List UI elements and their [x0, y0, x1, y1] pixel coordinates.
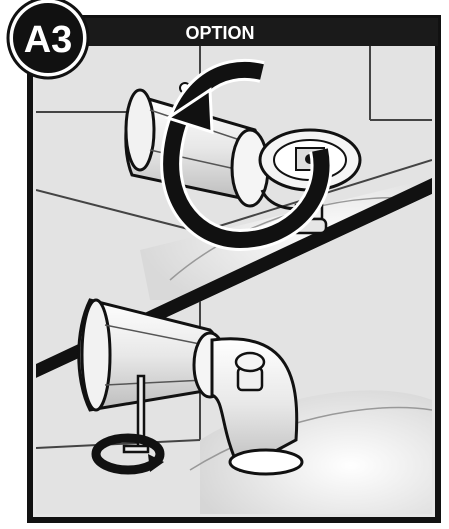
- step-label: A3: [24, 19, 73, 61]
- header-title: OPTION: [185, 23, 254, 43]
- step-badge: A3: [8, 0, 88, 78]
